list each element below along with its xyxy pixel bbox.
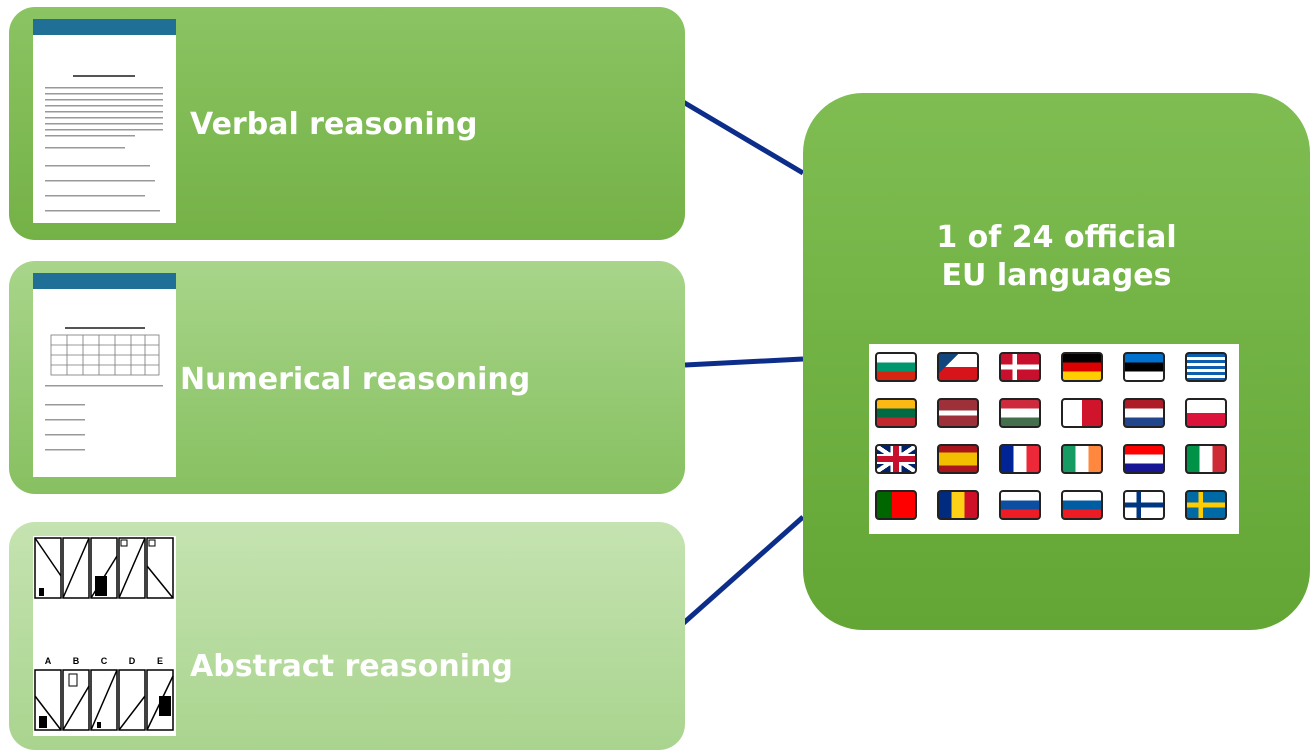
verbal-reasoning-box: Verbal reasoning [9,7,685,240]
connector-numerical [684,356,804,368]
flag-bulgaria-icon [875,352,917,382]
flag-slovenia-icon [1061,490,1103,520]
flag-finland-icon [1123,490,1165,520]
verbal-test-thumbnail [33,19,176,223]
flag-romania-icon [937,490,979,520]
flag-poland-icon [1185,398,1227,428]
flag-denmark-icon [999,352,1041,382]
abstract-reasoning-label: Abstract reasoning [190,649,513,684]
abstract-test-thumbnail: A B C D E [33,536,176,736]
answer-letter-d: D [129,656,136,666]
flag-germany-icon [1061,352,1103,382]
languages-line-2: EU languages [941,258,1172,293]
flag-greece-icon [1185,352,1227,382]
flag-ireland-icon [1061,444,1103,474]
flag-lithuania-icon [875,398,917,428]
numerical-reasoning-box: Numerical reasoning [9,261,685,494]
flag-france-icon [999,444,1041,474]
eu-languages-box: 1 of 24 official EU languages [803,93,1310,630]
thumbnail-header-bar [33,19,176,35]
numerical-test-thumbnail [33,273,176,477]
abstract-figures: A B C D E [34,537,174,731]
eu-flags-grid [869,344,1239,534]
answer-letter-e: E [157,656,163,666]
thumbnail-header-bar [33,273,176,289]
connector-verbal [666,90,805,176]
languages-line-1: 1 of 24 official [936,220,1177,255]
abstract-reasoning-box: A B C D E Abstract reasoning [9,522,685,750]
connector-abstract [676,515,805,630]
flag-netherlands-icon [1123,398,1165,428]
flag-croatia-icon [1123,444,1165,474]
flag-sweden-icon [1185,490,1227,520]
answer-letter-b: B [73,656,80,666]
flag-united-kingdom-icon [875,444,917,474]
flag-hungary-icon [999,398,1041,428]
flag-estonia-icon [1123,352,1165,382]
flag-malta-icon [1061,398,1103,428]
flag-spain-icon [937,444,979,474]
numerical-table-sketch [45,327,163,451]
flag-slovakia-icon [999,490,1041,520]
flag-portugal-icon [875,490,917,520]
verbal-text-lines [45,75,163,212]
flag-italy-icon [1185,444,1227,474]
answer-letter-c: C [101,656,108,666]
verbal-reasoning-label: Verbal reasoning [190,107,478,142]
flag-latvia-icon [937,398,979,428]
numerical-reasoning-label: Numerical reasoning [180,362,531,397]
flag-czech-republic-icon [937,352,979,382]
answer-letter-a: A [45,656,52,666]
